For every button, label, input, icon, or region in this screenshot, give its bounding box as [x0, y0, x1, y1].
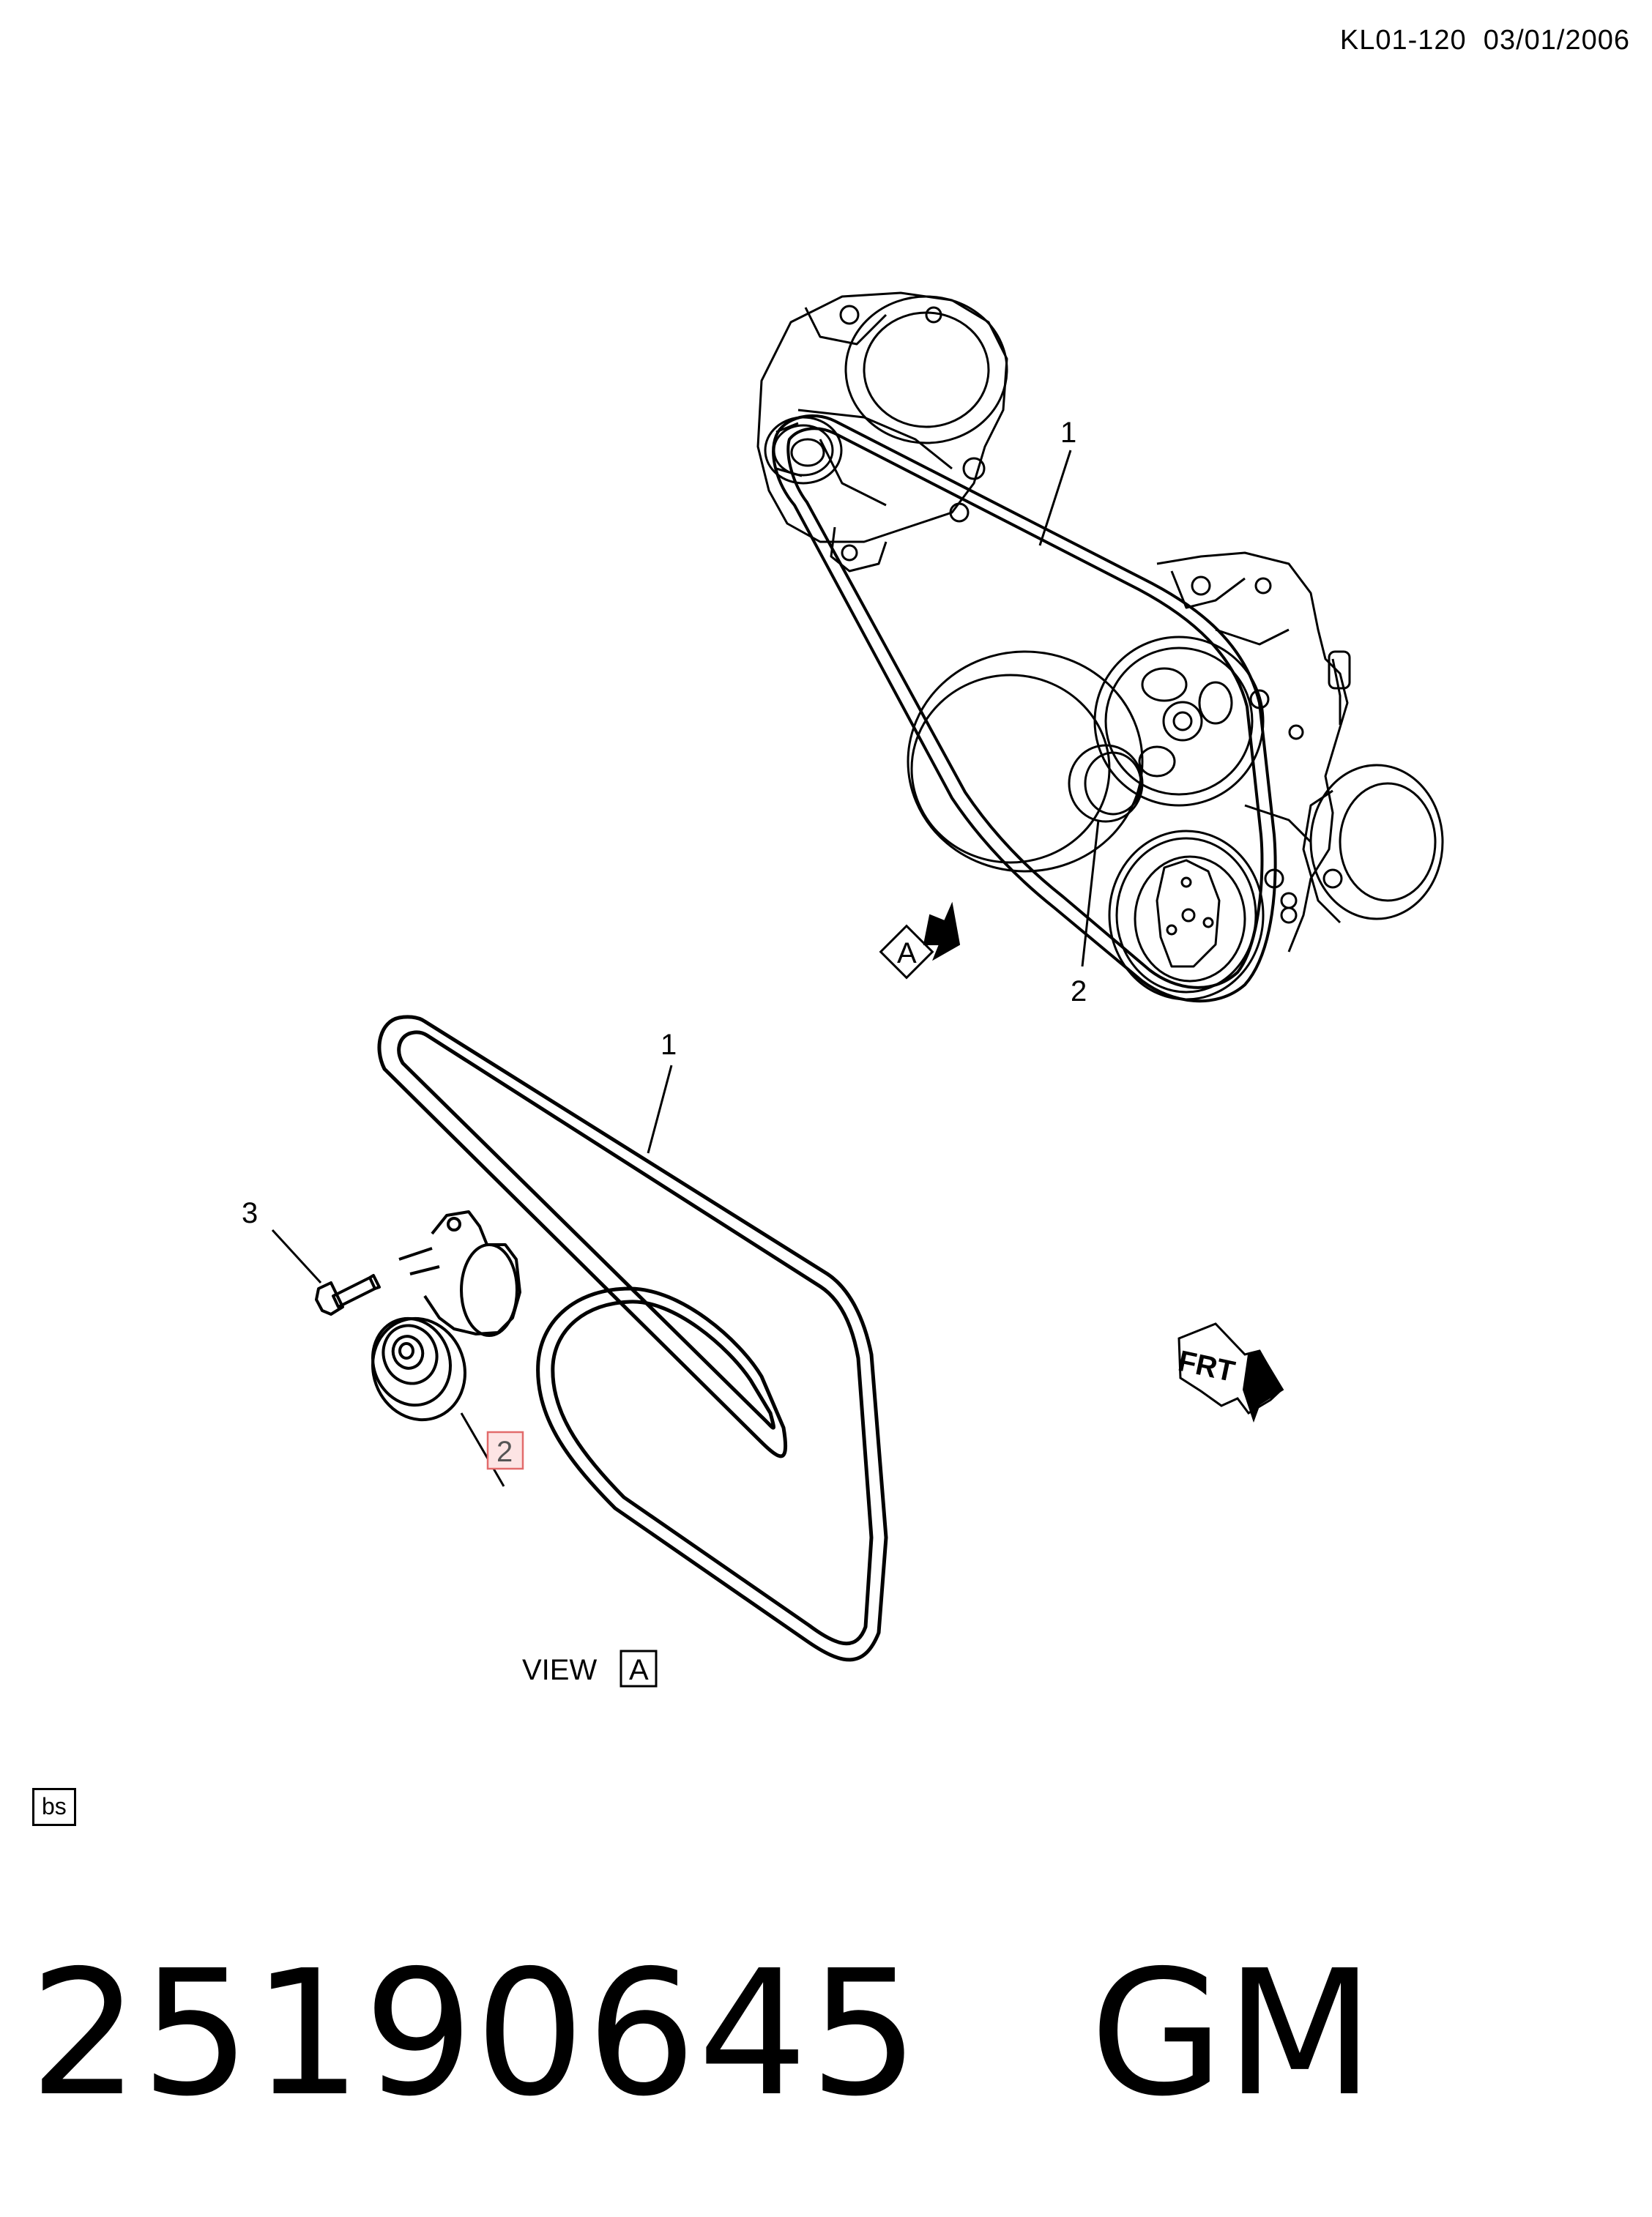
view-a-detail [315, 1015, 888, 1662]
view-a-marker: A [879, 901, 961, 980]
view-a-letter: A [897, 937, 917, 969]
view-direction-arrow-icon [923, 901, 961, 961]
part-number: 25190645 GM [29, 1933, 1376, 2134]
generator [756, 291, 1008, 573]
view-bolt-leader [271, 1229, 322, 1284]
view-tensioner-leader [460, 1412, 505, 1487]
tensioner-pulley [371, 1316, 466, 1422]
upper-drive-belt [772, 414, 1277, 1003]
front-arrow-icon [1242, 1349, 1284, 1423]
view-caption-letter: A [629, 1654, 649, 1686]
drawing-reference: KL01-120 03/01/2006 [1339, 25, 1630, 56]
upper-idler-leader [1081, 819, 1100, 967]
engine-accessory-drive-illustration [756, 291, 1444, 1003]
callout-upper-idler: 2 [1071, 975, 1087, 1007]
callout-highlight-box[interactable] [486, 1431, 524, 1470]
callout-view-belt: 1 [661, 1029, 677, 1061]
callout-view-bolt: 3 [242, 1197, 258, 1229]
view-caption-box [620, 1650, 658, 1688]
front-orientation-marker: FRT [1175, 1322, 1284, 1423]
upper-callouts: 1 2 [1038, 417, 1100, 1007]
callout-upper-belt: 1 [1060, 417, 1076, 449]
callout-view-tensioner[interactable]: 2 [496, 1436, 513, 1468]
compressor-clutch-pulley [1108, 830, 1265, 1001]
generator-pulley [764, 416, 843, 485]
view-belt-leader [647, 1065, 673, 1154]
idler-pulley [1068, 744, 1144, 823]
upper-belt-leader [1038, 450, 1072, 546]
crankshaft-balancer [907, 650, 1144, 873]
view-a-callouts: 1 3 2 [242, 1029, 677, 1487]
belt-tensioner [398, 1210, 521, 1337]
view-caption: VIEW A [522, 1650, 658, 1688]
tensioner-bolt [315, 1274, 381, 1316]
serpentine-belt [377, 1015, 888, 1662]
ac-compressor [1280, 764, 1444, 924]
power-steering-pulley [1093, 636, 1265, 807]
bs-code-box: bs [32, 1788, 76, 1826]
view-caption-word: VIEW [522, 1654, 597, 1686]
view-a-box [879, 924, 934, 980]
